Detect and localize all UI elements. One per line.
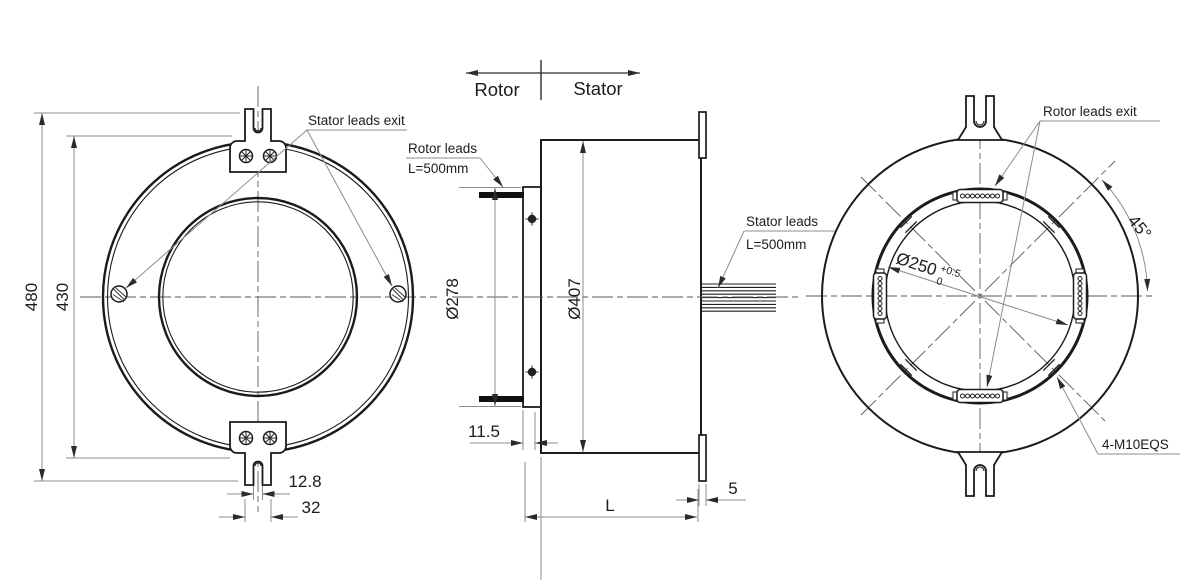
dim-407-value: Ø407 bbox=[565, 278, 584, 320]
dim-250: Ø250 +0.5 0 bbox=[887, 249, 1069, 326]
stator-leads-label: Stator leads bbox=[746, 214, 818, 229]
back-view: Ø250 +0.5 0 45° Rotor leads exit 4-M10EQ… bbox=[806, 95, 1180, 497]
dim-250-value: Ø250 bbox=[894, 249, 939, 280]
stator-body bbox=[540, 139, 702, 454]
dim-12-8: 12.8 bbox=[227, 472, 322, 500]
dim-278: Ø278 bbox=[443, 187, 521, 407]
hub-screw-icon bbox=[525, 212, 539, 226]
side-view: Rotor Stator Ø278 bbox=[406, 60, 836, 580]
dim-12-8-value: 12.8 bbox=[288, 472, 321, 491]
stator-lead-screw-icon bbox=[389, 285, 407, 303]
dim-5: 5 bbox=[676, 479, 746, 506]
mounting-holes-callout: 4-M10EQS bbox=[1056, 376, 1180, 455]
stator-leads-exit-callout: Stator leads exit bbox=[125, 113, 407, 289]
rotor-lead-connector-icon bbox=[952, 188, 1008, 204]
stator-leads-callout: Stator leads L=500mm bbox=[717, 214, 836, 289]
mounting-holes-label: 4-M10EQS bbox=[1102, 437, 1169, 452]
dim-45-value: 45° bbox=[1124, 211, 1155, 243]
stator-leads-bundle bbox=[702, 283, 776, 312]
rotor-leads-exit-callout: Rotor leads exit bbox=[986, 104, 1160, 388]
dim-32-value: 32 bbox=[302, 498, 321, 517]
rotor-leads-exit-label: Rotor leads exit bbox=[1043, 104, 1137, 119]
rotor-lead-connector-icon bbox=[872, 268, 888, 324]
dim-278-value: Ø278 bbox=[443, 278, 462, 320]
back-bottom-tab bbox=[957, 451, 1003, 497]
dim-480: 480 bbox=[22, 112, 240, 482]
dim-11-5-value: 11.5 bbox=[468, 422, 500, 441]
hub-screw-icon bbox=[525, 365, 539, 379]
rotor-lead-bar bbox=[479, 396, 524, 402]
header-stator: Stator bbox=[573, 78, 622, 99]
rotor-leads-length: L=500mm bbox=[408, 161, 468, 176]
dim-L: L bbox=[524, 457, 699, 580]
back-top-tab bbox=[957, 95, 1003, 141]
flange-top bbox=[698, 111, 707, 159]
dim-407: Ø407 bbox=[565, 141, 586, 452]
dim-250-tol-lower: 0 bbox=[935, 275, 944, 288]
dim-430-value: 430 bbox=[53, 283, 72, 311]
rotor-leads-label: Rotor leads bbox=[408, 141, 477, 156]
back-diagonal-centerline bbox=[860, 176, 1106, 422]
front-view: 480 430 12.8 32 Stator leads exit bbox=[22, 86, 437, 522]
front-bore bbox=[157, 196, 359, 398]
dim-430: 430 bbox=[53, 135, 232, 459]
dim-L-value: L bbox=[605, 496, 614, 515]
dim-32: 32 bbox=[219, 498, 320, 522]
rotor-leads-callout: Rotor leads L=500mm bbox=[406, 141, 504, 188]
stator-leads-exit-label: Stator leads exit bbox=[308, 113, 405, 128]
front-top-tab bbox=[229, 108, 287, 173]
dim-480-value: 480 bbox=[22, 283, 41, 311]
header-rotor: Rotor bbox=[474, 79, 519, 100]
flange-bottom bbox=[698, 434, 707, 482]
dim-11-5: 11.5 bbox=[468, 410, 558, 450]
rotor-lead-connector-icon bbox=[1072, 268, 1088, 324]
dim-45: 45° bbox=[1101, 179, 1155, 292]
dim-5-value: 5 bbox=[728, 479, 737, 498]
rotor-stator-header: Rotor Stator bbox=[466, 60, 640, 100]
stator-lead-screw-icon bbox=[110, 285, 128, 303]
stator-leads-length: L=500mm bbox=[746, 237, 806, 252]
rotor-lead-connector-icon bbox=[952, 388, 1008, 404]
rotor-lead-bar bbox=[479, 192, 524, 198]
